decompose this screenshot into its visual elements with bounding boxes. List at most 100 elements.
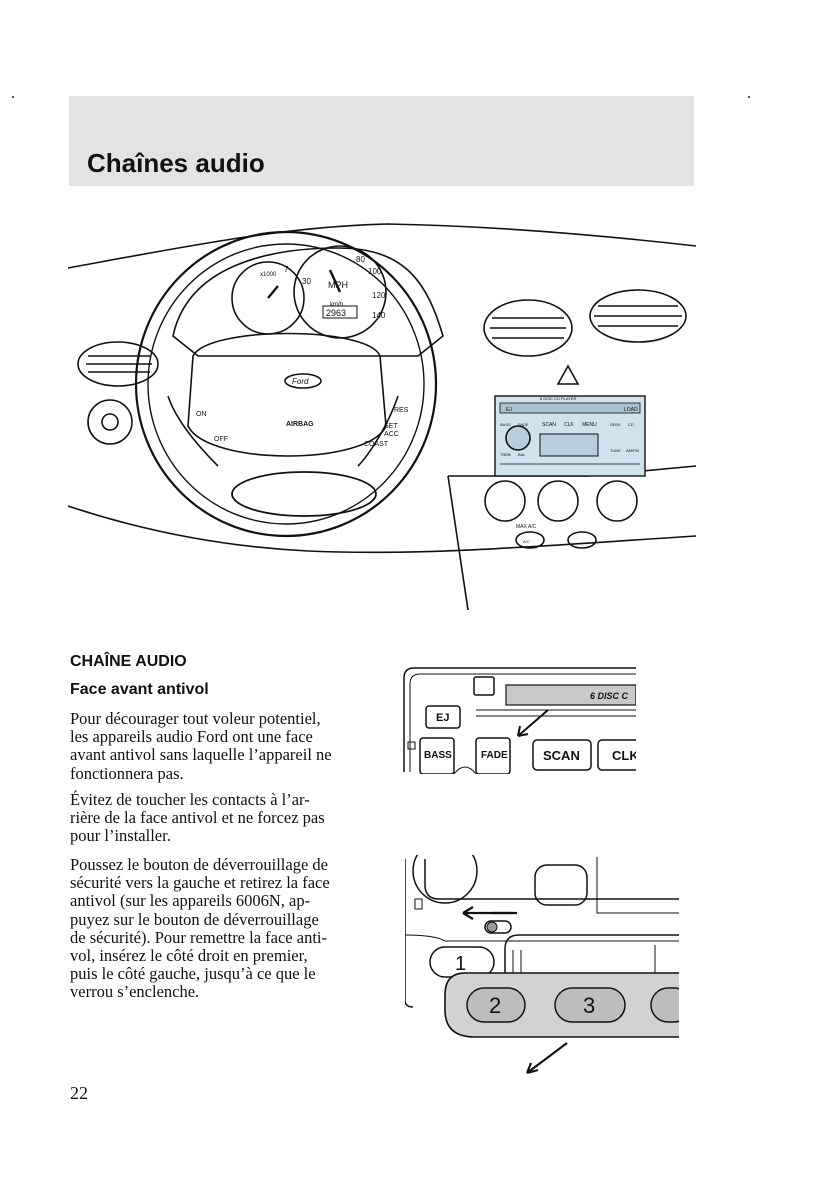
light-switch-knob [87,399,133,445]
airbag-label: AIRBAG [286,421,314,428]
release-button [484,920,512,934]
chapter-header: Chaînes audio [69,96,694,186]
bass-label: BASS [424,750,452,761]
text-line: fonctionnera pas. [70,763,184,783]
bass-button [419,737,455,774]
cruise-coast-label: COAST [364,441,389,448]
lock-indicator [414,898,423,910]
text-line: sécurité vers la gauche et retirez la fa… [70,873,330,893]
ac-button [515,531,545,549]
radio-ej-label: EJ [506,407,512,413]
odometer-window [322,305,358,319]
radio-treb-label: TREB [500,452,511,457]
radio-seek-label: SEEK [610,422,621,427]
radio-clk-label: CLK [564,422,574,428]
text-line: puyez sur le bouton de déverrouillage [70,909,319,929]
paragraph-removal: Poussez le bouton de déverrouillage de s… [70,855,368,1002]
cruise-acc-label: ACC [384,431,399,438]
disc-label: 6 DISC C [590,691,629,701]
speed-tick: 120 [372,291,386,300]
dashboard-illustration: 2963 MPH km/h 80 100 120 140 30 x1000 7 … [68,223,696,610]
speed-unit-label-metric: km/h [330,302,343,308]
upper-button-recess [534,864,588,906]
fan-speed-knob [484,480,526,522]
left-vent [77,341,159,387]
crop-mark-left [12,96,14,98]
fade-button [475,737,511,774]
radio-menu-label: MENU [582,422,597,428]
small-release-button [407,741,416,750]
pull-out-arrow-icon [525,1042,568,1075]
text-line: les appareils audio Ford ont une face [70,727,313,747]
hazard-button-icon [556,364,580,385]
radio-tune-label: TUNE [610,448,621,453]
ej-button [425,705,461,729]
speed-tick: 30 [302,277,311,286]
text-line: Pour décourager tout voleur potentiel, [70,709,321,728]
text-line: pour l’installer. [70,826,171,846]
air-distribution-knob [596,480,638,522]
radio-body-outline [405,859,679,1008]
chapter-title: Chaînes audio [87,148,265,178]
rear-defrost-button [567,531,597,549]
radio-cd-label: CD [628,422,634,427]
temperature-knob [537,480,579,522]
scan-label: SCAN [543,748,580,763]
radio-scan-label: SCAN [542,422,556,428]
fade-label: FADE [481,750,508,761]
text-line: rière de la face antivol et ne forcez pa… [70,808,325,828]
clk-label: CLK [612,748,636,763]
text-line: puis le côté gauche, jusqu’à ce que le [70,964,316,984]
text-line: Évitez de toucher les contacts à l’ar- [70,790,310,809]
ej-button-label: EJ [436,712,449,724]
text-line: Poussez le bouton de déverrouillage de [70,855,328,874]
paragraph-intro: Pour décourager tout voleur potentiel, l… [70,709,368,783]
odometer-readout: 2963 [326,308,346,318]
faceplate-outline [403,667,636,772]
speed-tick: 80 [356,255,365,264]
dash-lower-edge [68,505,696,554]
ford-logo-text: Ford [292,377,309,386]
ac-label: A/C [523,539,530,544]
steering-wheel-rim [134,230,438,538]
preset-1-label: 1 [455,953,466,975]
radio-fade-label: FADE [518,422,529,427]
page-number: 22 [70,1083,88,1103]
text-line: de sécurité). Pour remettre la face anti… [70,927,327,947]
speed-unit-label: MPH [328,280,348,290]
cruise-set-label: SET [384,423,398,430]
text-line: vol, insérez le côté droit en premier, [70,946,308,966]
section-subheading: Face avant antivol [70,681,209,698]
preset-3-label: 3 [583,993,595,1018]
small-square-button [473,676,495,696]
max-ac-label: MAX A/C [516,524,537,530]
radio-display [539,433,599,457]
instrument-cluster [172,247,444,357]
release-latch-figure: 1 2 3 [405,855,679,1075]
section-heading: CHAÎNE AUDIO [70,653,187,670]
center-vent [483,299,573,357]
preset-button-3 [554,987,626,1023]
steering-lower-spoke [231,471,377,517]
cruise-off-label: OFF [214,436,228,443]
radio-volume-knob [505,425,531,451]
preset-2-label: 2 [489,993,501,1018]
arrow-press-icon [517,709,549,737]
disc-slot [505,684,636,706]
preset-button-partial [650,987,679,1023]
radio-load-label: LOAD [624,407,638,413]
paragraph-contacts: Évitez de toucher les contacts à l’ar- r… [70,790,368,846]
preset-button-2 [466,987,526,1023]
scan-button [532,739,592,771]
right-vent [589,289,687,343]
cruise-on-label: ON [196,411,207,418]
dash-top-edge [68,223,696,269]
radio-bal-label: BAL [518,452,526,457]
crop-mark-right [748,96,750,98]
speed-tick: 140 [372,311,386,320]
radio-disc-label: 6 DISC CD PLAYER [540,396,576,401]
cruise-res-label: RES [394,407,409,414]
radio-bass-label: BASS [500,422,511,427]
ford-logo [284,373,322,389]
text-line: avant antivol sans laquelle l’appareil n… [70,745,332,765]
